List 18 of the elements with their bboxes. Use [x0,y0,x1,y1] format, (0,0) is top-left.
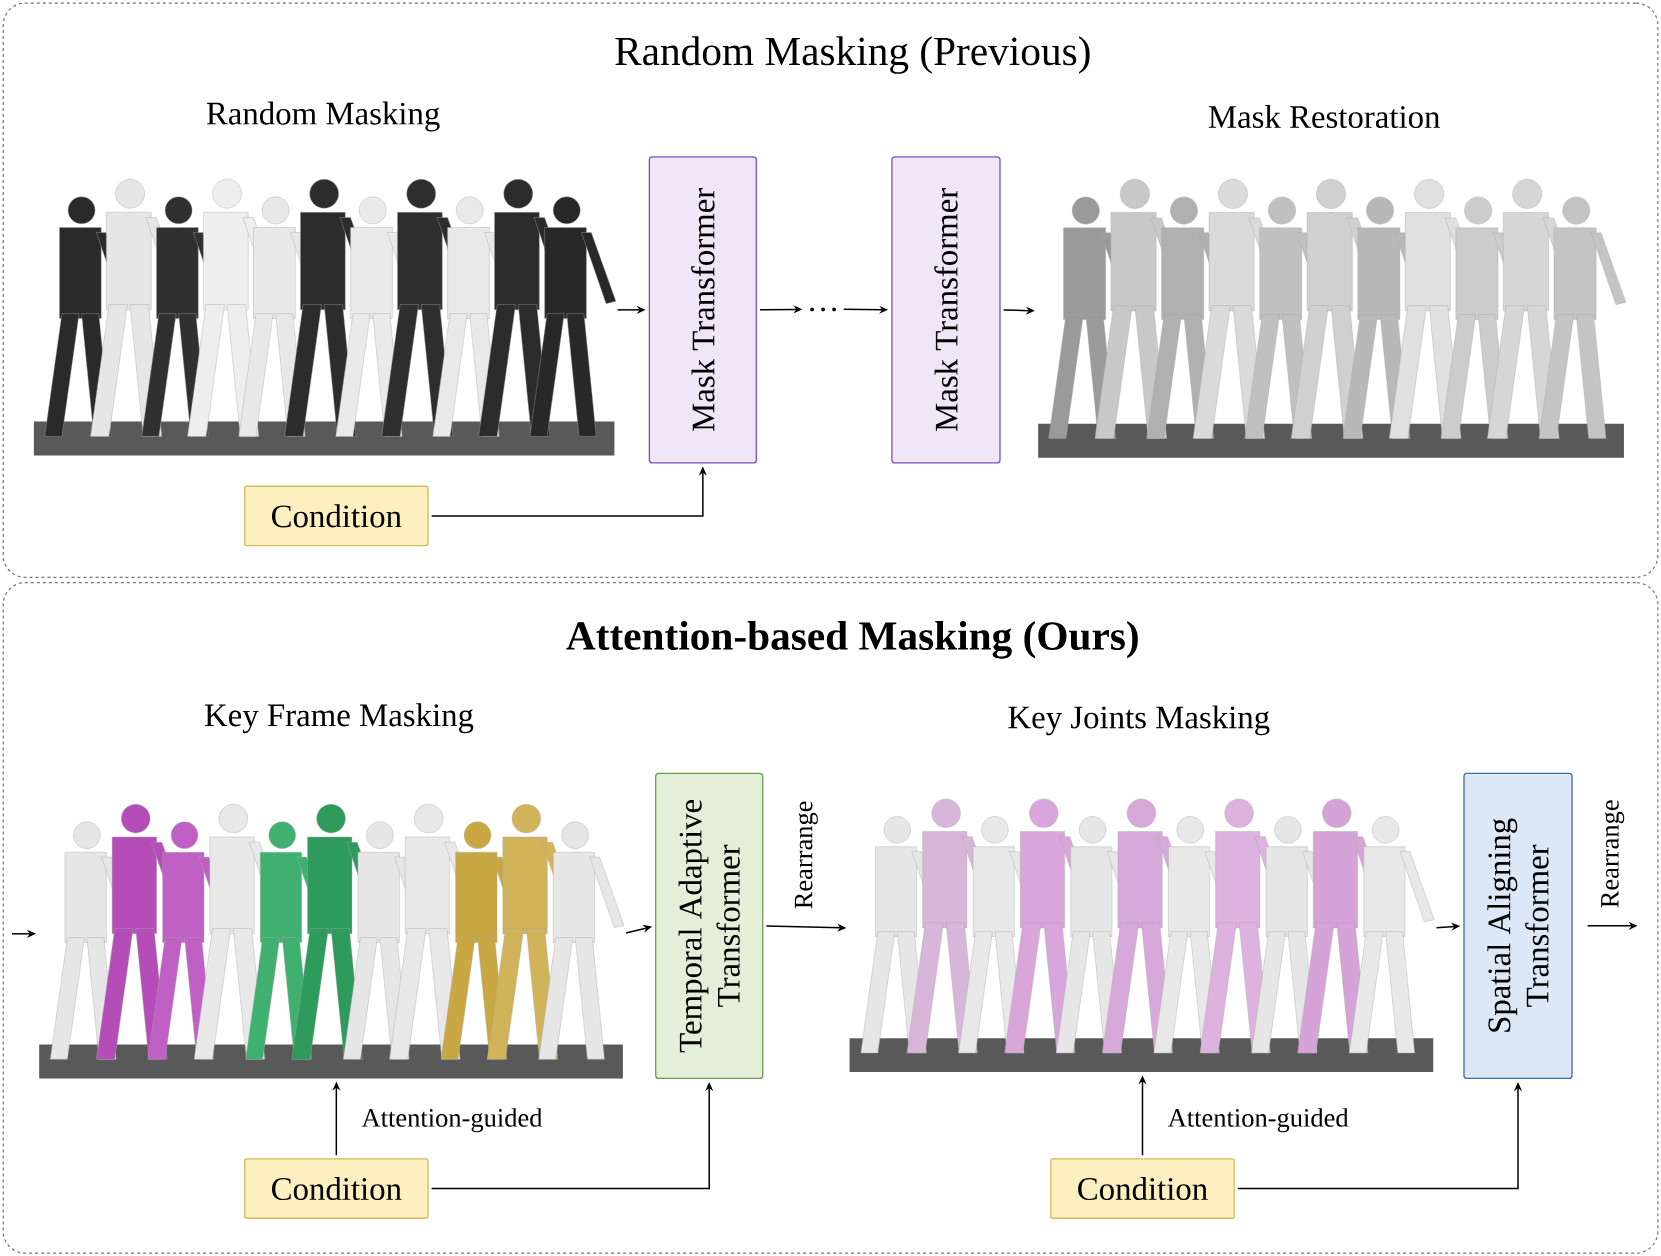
transformer-box: Mask Transformer [891,155,1001,464]
image-heading: Mask Restoration [1208,104,1440,128]
edge-label: Rearrange [1601,800,1625,908]
condition-box: Condition [244,485,429,547]
panel-title: Random Masking (Previous) [615,36,1090,74]
edge-label: Rearrange [794,801,818,909]
ellipsis: … [810,307,837,312]
image-heading: Key Frame Masking [204,703,474,733]
edge-label: Attention-guided [361,1108,543,1133]
image-heading: Key Joints Masking [1008,705,1270,736]
transformer-box: Temporal Adaptive Transformer [655,772,764,1079]
edge-label: Attention-guided [1167,1108,1349,1133]
condition-box: Condition [244,1158,429,1219]
image-heading: Random Masking [206,101,440,132]
transformer-box: Mask Transformer [648,155,757,464]
panel-title: Attention-based Masking (Ours) [566,620,1138,659]
transformer-box: Spatial Aligning Transformer [1463,772,1573,1079]
condition-box: Condition [1050,1158,1235,1219]
